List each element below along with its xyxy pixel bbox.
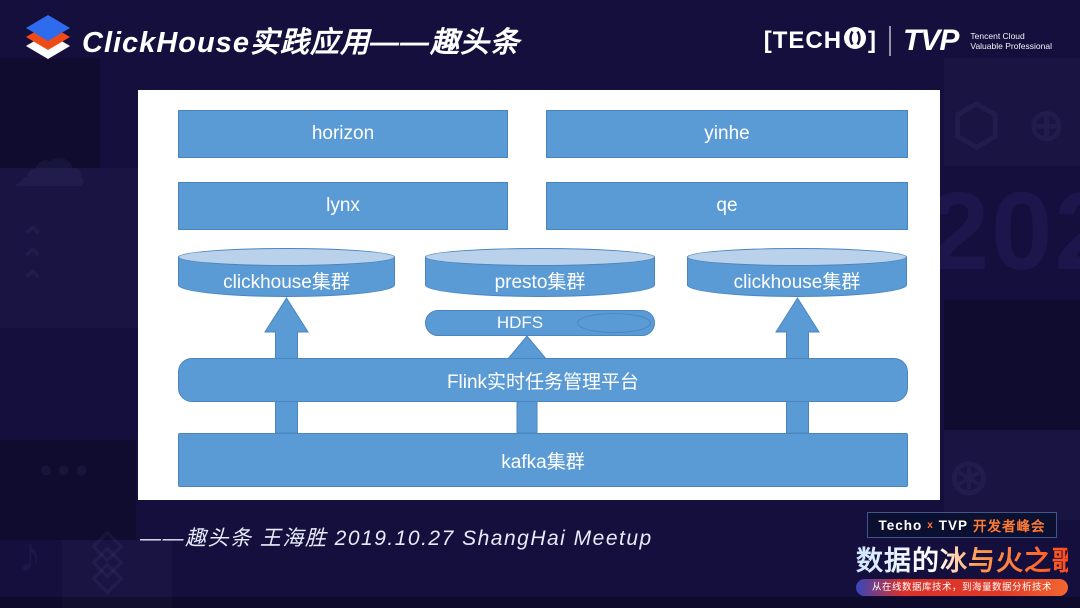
techo-o-icon [843,26,867,57]
techo-text-right: ] [868,27,878,54]
node-label: clickhouse集群 [223,271,350,293]
cylinder-clickhouse-right: clickhouse集群 [687,248,907,297]
node-label: qe [716,195,738,216]
bottom-strip [0,597,1080,608]
tvp-logo: TVP [903,24,959,57]
dots-icon: ••• [40,452,94,490]
node-yinhe: yinhe [546,110,908,158]
bg-tile [0,440,136,540]
event-brand-techo: Techo [878,517,923,533]
event-brand-x: x [927,519,934,531]
architecture-diagram-panel: horizon yinhe lynx qe clickhouse集群 prest… [138,90,940,500]
cylinder-clickhouse-left: clickhouse集群 [178,248,395,297]
techo-text-left: [TECH [763,27,843,54]
music-note-icon: ♪ [18,529,42,582]
brand-logos: [TECH ] TVP Tencent Cloud Valuable Profe… [764,24,1052,58]
node-horizon: horizon [178,110,508,158]
brand-separator [889,26,892,56]
event-brand-line: Techo x TVP 开发者峰会 [867,512,1057,538]
page-title: ClickHouse实践应用——趣头条 [82,27,520,59]
techo-logo: [TECH ] [764,26,877,57]
event-branding: Techo x TVP 开发者峰会 数据的冰与火之歌 从在线数据库技术，到海量数… [856,512,1079,596]
event-title: 数据的冰与火之歌 [856,539,1079,578]
cylinder-top [425,248,655,266]
tvp-tagline: Tencent Cloud Valuable Professional [970,31,1052,51]
node-hdfs: HDFS [425,310,655,336]
cylinder-top [178,248,395,266]
tvp-tagline-line1: Tencent Cloud [970,31,1025,41]
hexagon-icon: ⬡ [952,93,1001,156]
hdfs-cylinder-end [577,313,651,333]
stacked-layers-logo [26,15,72,59]
plus-circle-icon: ⊕ [1028,101,1065,150]
cylinder-presto: presto集群 [425,248,655,297]
node-label: yinhe [704,123,750,144]
layers-icon: ◇◇◇ [92,522,123,598]
node-label: kafka集群 [501,451,585,473]
node-label: clickhouse集群 [733,271,861,293]
node-kafka-cluster: kafka集群 [178,433,908,487]
atom-icon: ⊛ [948,449,990,505]
tvp-tagline-line2: Valuable Professional [970,41,1052,51]
cloud-icon: ☁ [14,121,86,201]
node-flink-platform: Flink实时任务管理平台 [178,358,908,402]
event-badge-label: 开发者峰会 [973,519,1046,534]
node-label: lynx [326,195,360,216]
chevrons-icon: ⌃⌃⌃ [20,222,46,299]
node-label: HDFS [496,313,544,332]
node-label: presto集群 [494,271,586,293]
node-lynx: lynx [178,182,508,230]
event-subtitle-band: 从在线数据库技术，到海量数据分析技术 [856,579,1068,596]
cylinder-top [687,248,907,266]
bg-tile [944,300,1080,430]
node-qe: qe [546,182,908,230]
bg-tile [0,58,100,168]
background-watermark: 2021 [928,170,1080,293]
node-label: Flink实时任务管理平台 [446,371,640,393]
caption: ——趣头条 王海胜 2019.10.27 ShangHai Meetup [140,527,653,550]
event-brand-tvp: TVP [938,517,969,533]
header: ClickHouse实践应用——趣头条 [TECH ] TVP Tencent … [0,0,1080,72]
node-label: horizon [311,123,375,144]
